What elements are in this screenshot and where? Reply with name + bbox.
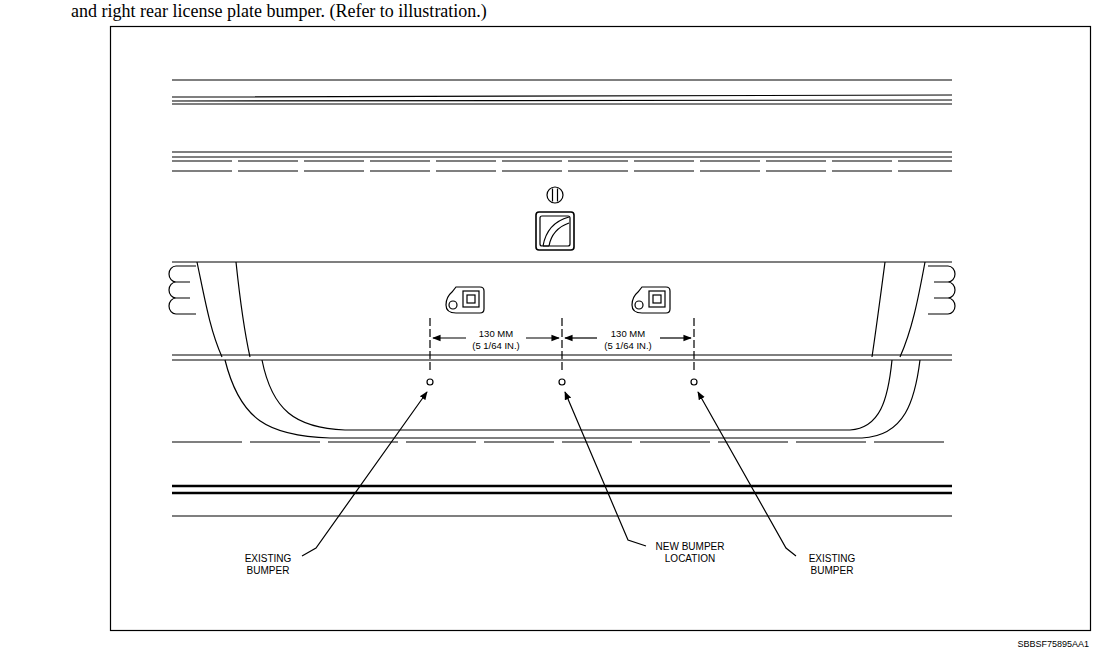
key-lock: [553, 189, 558, 202]
leader-line: [698, 392, 796, 556]
plate-bracket: [632, 287, 670, 313]
bumper-dot: [559, 379, 565, 385]
figure-code: SBBSF75895AA1: [1016, 639, 1090, 649]
bumper-dot: [691, 379, 697, 385]
dimension-text: (5 1/64 IN.): [603, 341, 653, 352]
bumper-line: [172, 486, 952, 493]
recess-edge: [197, 262, 250, 357]
extension-line: [430, 318, 694, 372]
emblem: [543, 217, 569, 246]
recess-ribs: [169, 266, 196, 314]
dimension-arrow: [433, 337, 466, 338]
bumper-line: [172, 515, 952, 516]
dimension-arrow: [526, 337, 559, 338]
recess-edge: [872, 262, 925, 357]
plate-bracket: [446, 287, 484, 313]
key-lock: [547, 187, 563, 203]
callout-label: NEW BUMPER LOCATION: [652, 541, 728, 564]
dimension-text: (5 1/64 IN.): [471, 341, 521, 352]
callout-label: EXISTING BUMPER: [799, 553, 865, 576]
leader-line: [302, 392, 427, 556]
dimension-text: 130 MM: [478, 329, 514, 340]
body-line: [172, 161, 952, 171]
emblem: [536, 212, 574, 250]
leader-line: [565, 392, 646, 546]
instruction-text: and right rear license plate bumper. (Re…: [70, 1, 488, 22]
dimension-text: 130 MM: [610, 329, 646, 340]
body-line: [172, 95, 952, 104]
dimension-arrow: [660, 337, 691, 338]
callout-label: EXISTING BUMPER: [235, 553, 301, 576]
recess-line: [172, 261, 952, 262]
recess-ribs: [928, 266, 955, 314]
figure-frame: [111, 27, 1091, 631]
body-line: [172, 79, 952, 80]
dimension-arrow: [565, 337, 597, 338]
bumper-line: [172, 441, 952, 442]
body-line: [172, 152, 952, 157]
bumper-dot: [427, 379, 433, 385]
emblem: [540, 216, 570, 246]
bumper-outline: [225, 360, 920, 438]
